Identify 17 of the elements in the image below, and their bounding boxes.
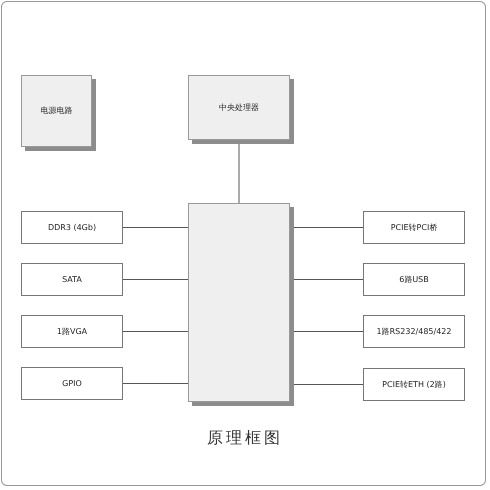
interface-box: DDR3 (4Gb) [21,211,123,244]
connector-line [294,384,364,385]
connector-line [122,279,188,280]
connector-line [294,279,364,280]
connector-line [294,331,364,332]
interface-box: PCIE转PCI桥 [363,211,465,244]
interface-box: 1路RS232/485/422 [363,315,465,348]
connector-line [294,227,364,228]
interface-box: 6路USB [363,263,465,296]
connector-line [122,331,188,332]
interface-box: GPIO [21,367,123,400]
interface-box: SATA [21,263,123,296]
interface-box: PCIE转ETH (2路) [363,368,465,401]
connector-line [122,227,188,228]
interface-box: 1路VGA [21,315,123,348]
connector-line [122,383,188,384]
caption: 原理框图 [206,428,284,449]
